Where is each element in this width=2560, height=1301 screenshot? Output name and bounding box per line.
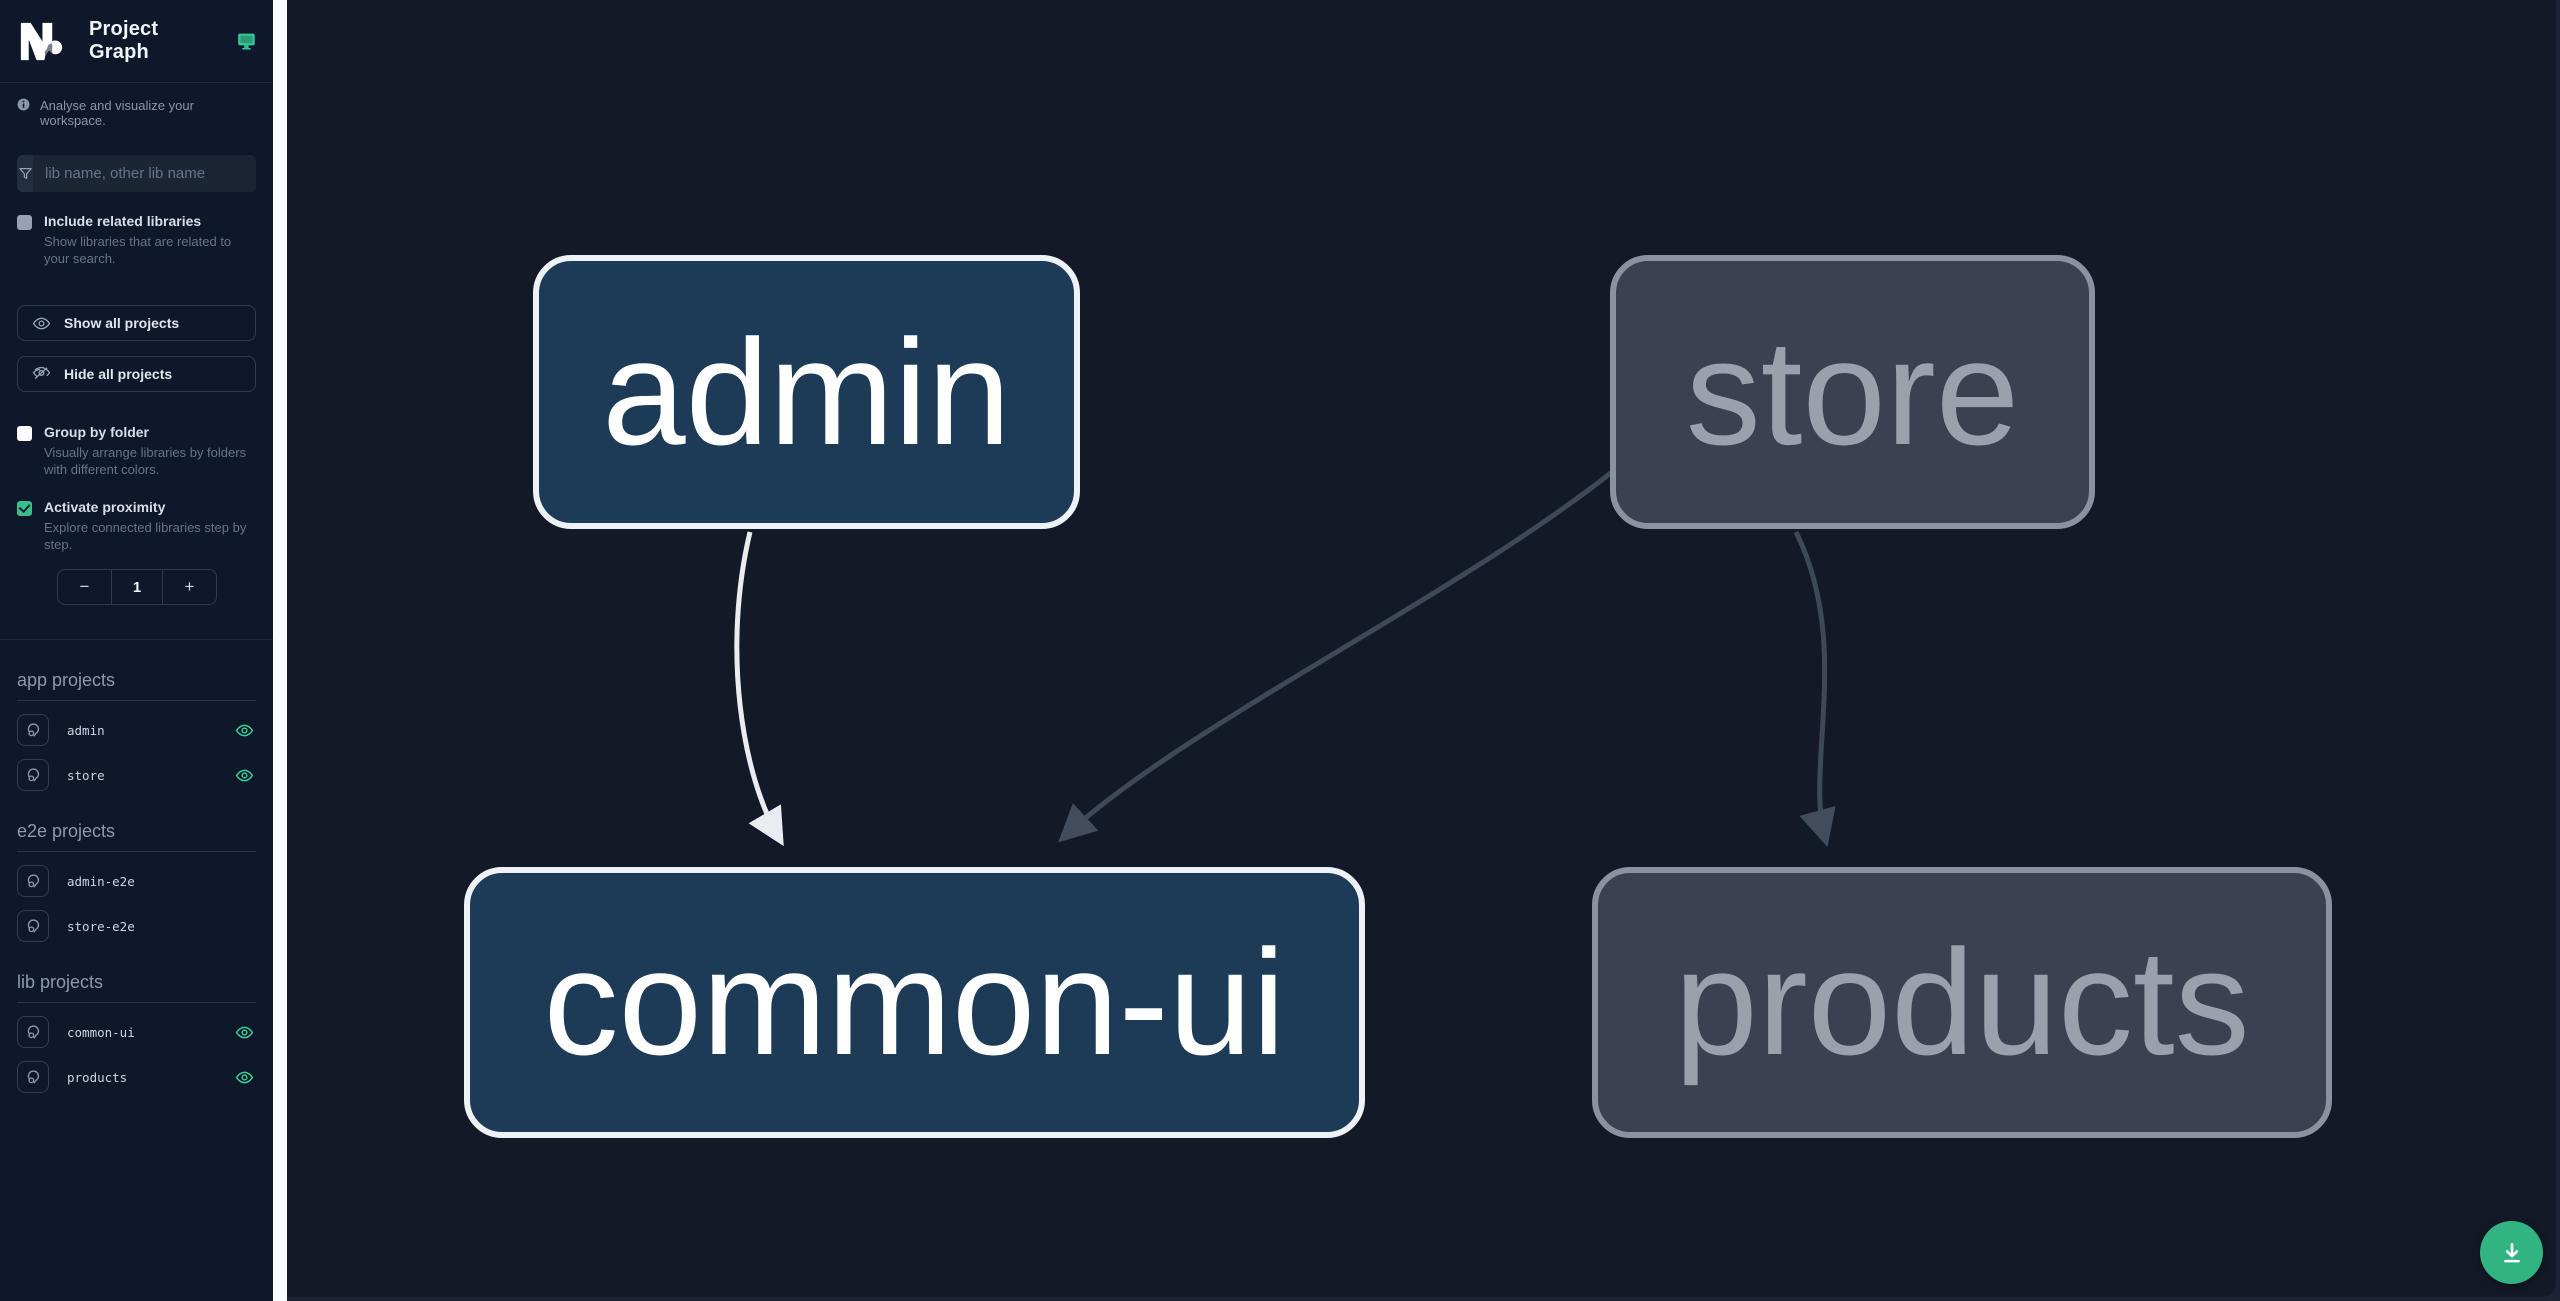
sidebar-resize-handle[interactable] xyxy=(273,0,287,1301)
focus-project-button[interactable] xyxy=(17,865,49,897)
workspace-tagline: Analyse and visualize your workspace. xyxy=(17,98,256,128)
graph-node-common-ui[interactable]: common-ui xyxy=(464,867,1365,1138)
proximity-value: 1 xyxy=(111,570,163,604)
pin-icon xyxy=(27,1024,39,1039)
page-title: Project Graph xyxy=(89,18,159,63)
filter-input-group xyxy=(17,155,256,192)
project-name[interactable]: store xyxy=(67,767,105,783)
include-related-description: Show libraries that are related to your … xyxy=(44,234,232,266)
sidebar-header: Project Graph xyxy=(0,0,273,83)
focus-project-button[interactable] xyxy=(17,1016,49,1048)
pin-icon xyxy=(27,722,39,737)
project-name[interactable]: admin-e2e xyxy=(67,873,135,889)
proximity-stepper: − 1 + xyxy=(57,569,217,605)
edge-store-to-products[interactable] xyxy=(1793,530,1836,848)
group-by-folder-checkbox[interactable] xyxy=(17,426,32,441)
group-by-folder-option: Group by folder Visually arrange librari… xyxy=(17,424,256,478)
proximity-increment-button[interactable]: + xyxy=(163,570,216,604)
sidebar-divider xyxy=(0,639,273,640)
filter-funnel-icon xyxy=(17,155,33,192)
activate-proximity-checkbox[interactable] xyxy=(17,501,32,516)
graph-node-store[interactable]: store xyxy=(1610,255,2095,529)
project-row-products: products xyxy=(17,1061,256,1093)
include-related-checkbox[interactable] xyxy=(17,215,32,230)
node-label: products xyxy=(1674,918,2250,1086)
eye-icon xyxy=(32,317,51,329)
search-input[interactable] xyxy=(33,155,256,192)
graph-node-admin[interactable]: admin xyxy=(533,255,1080,529)
project-visible-eye-icon[interactable] xyxy=(235,1023,254,1042)
section-title-e2e-projects: e2e projects xyxy=(17,821,256,852)
project-visible-eye-icon[interactable] xyxy=(235,766,254,785)
graph-node-products[interactable]: products xyxy=(1592,867,2332,1138)
group-by-folder-label: Group by folder xyxy=(44,424,149,440)
info-icon xyxy=(17,98,30,111)
project-row-admin: admin xyxy=(17,714,256,746)
tagline-text: Analyse and visualize your workspace. xyxy=(40,98,194,128)
node-label: common-ui xyxy=(543,918,1286,1086)
project-visible-eye-icon[interactable] xyxy=(235,721,254,740)
project-row-common-ui: common-ui xyxy=(17,1016,256,1048)
activate-proximity-option: Activate proximity Explore connected lib… xyxy=(17,499,256,553)
hide-all-projects-label: Hide all projects xyxy=(64,366,173,382)
group-by-folder-description: Visually arrange libraries by folders wi… xyxy=(44,445,247,477)
section-title-lib-projects: lib projects xyxy=(17,972,256,1003)
focus-project-button[interactable] xyxy=(17,1061,49,1093)
activate-proximity-label: Activate proximity xyxy=(44,499,166,515)
project-name[interactable]: store-e2e xyxy=(67,918,135,934)
focus-project-button[interactable] xyxy=(17,759,49,791)
project-name[interactable]: admin xyxy=(67,722,105,738)
show-all-projects-button[interactable]: Show all projects xyxy=(17,305,256,341)
pin-icon xyxy=(27,1069,39,1084)
include-related-label: Include related libraries xyxy=(44,213,202,229)
project-row-store: store xyxy=(17,759,256,791)
sidebar: Project Graph Analyse and visualize your… xyxy=(0,0,273,1301)
eye-slash-icon xyxy=(32,366,51,379)
dependency-edges xyxy=(734,470,1836,848)
activate-proximity-description: Explore connected libraries step by step… xyxy=(44,520,247,552)
nx-logo-icon xyxy=(20,22,63,60)
download-image-button[interactable] xyxy=(2480,1221,2543,1284)
proximity-decrement-button[interactable]: − xyxy=(58,570,111,604)
download-icon xyxy=(2503,1242,2520,1262)
pin-icon xyxy=(27,873,39,888)
focus-project-button[interactable] xyxy=(17,910,49,942)
node-label: admin xyxy=(602,307,1011,476)
project-visible-eye-icon[interactable] xyxy=(235,1068,254,1087)
hide-all-projects-button[interactable]: Hide all projects xyxy=(17,356,256,392)
focus-project-button[interactable] xyxy=(17,714,49,746)
project-row-admin-e2e: admin-e2e xyxy=(17,865,256,897)
pin-icon xyxy=(27,918,39,933)
theme-monitor-icon[interactable] xyxy=(236,30,257,52)
include-related-option: Include related libraries Show libraries… xyxy=(17,213,256,267)
project-name[interactable]: common-ui xyxy=(67,1024,135,1040)
node-label: store xyxy=(1685,307,2020,476)
edge-store-to-common-ui[interactable] xyxy=(1058,470,1614,843)
show-all-projects-label: Show all projects xyxy=(64,315,180,331)
section-title-app-projects: app projects xyxy=(17,670,256,701)
project-name[interactable]: products xyxy=(67,1069,128,1085)
graph-canvas[interactable]: admin store common-ui products xyxy=(287,0,2556,1297)
pin-icon xyxy=(27,767,39,782)
project-row-store-e2e: store-e2e xyxy=(17,910,256,942)
edge-admin-to-common-ui[interactable] xyxy=(734,531,784,847)
